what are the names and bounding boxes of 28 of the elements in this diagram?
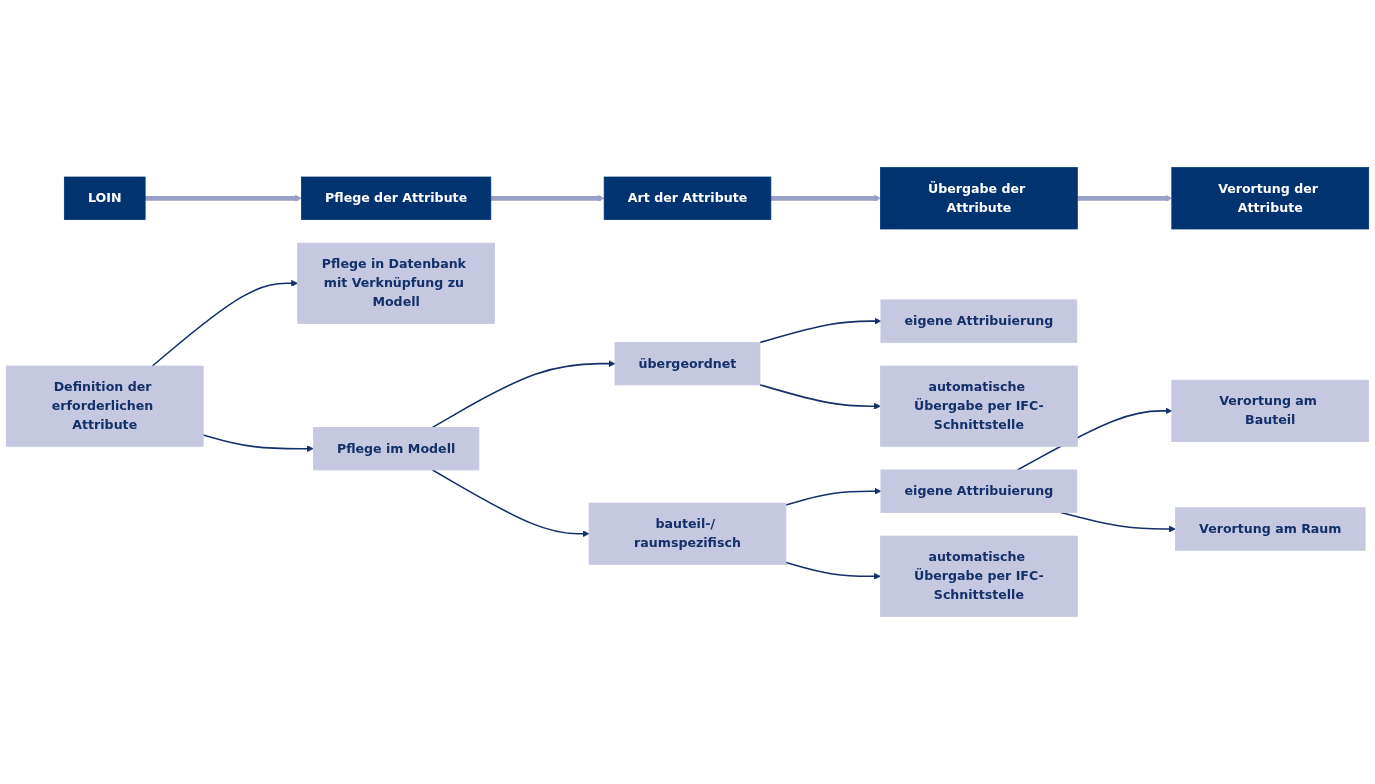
node-box: eigene Attribuierung <box>880 299 1078 343</box>
arrow <box>431 469 590 538</box>
arrow <box>490 194 605 202</box>
arrow <box>770 194 881 202</box>
node-box: LOIN <box>63 176 146 220</box>
arrow <box>1077 194 1173 202</box>
node-box: eigene Attribuierung <box>880 469 1078 513</box>
node-box: Pflege im Modell <box>312 427 480 471</box>
arrow <box>759 317 882 344</box>
arrow <box>151 279 298 367</box>
node-box: automatische Übergabe per IFC-Schnittstelle <box>880 535 1078 617</box>
node-box: Pflege der Attribute <box>301 176 492 220</box>
node-box: Pflege in Datenbank mit Verknüpfung zu Modell <box>297 242 495 324</box>
arrow <box>145 194 302 202</box>
node-box: Übergabe der Attribute <box>880 167 1078 230</box>
node-box: Verortung am Bauteil <box>1171 379 1370 442</box>
node-box: übergeordnet <box>614 342 761 386</box>
arrow <box>431 360 616 429</box>
arrow <box>785 561 881 580</box>
node-box: Art der Attribute <box>603 176 772 220</box>
node-box: automatische Übergabe per IFC-Schnittstelle <box>880 365 1078 447</box>
arrow <box>759 384 881 410</box>
arrow <box>785 487 882 506</box>
node-box: Verortung der Attribute <box>1171 167 1370 230</box>
node-box: bauteil-/ raumspezifisch <box>588 502 787 565</box>
node-box: Definition der erforderlichen Attribute <box>5 365 204 447</box>
node-box: Verortung am Raum <box>1175 507 1366 551</box>
arrow <box>202 434 314 453</box>
